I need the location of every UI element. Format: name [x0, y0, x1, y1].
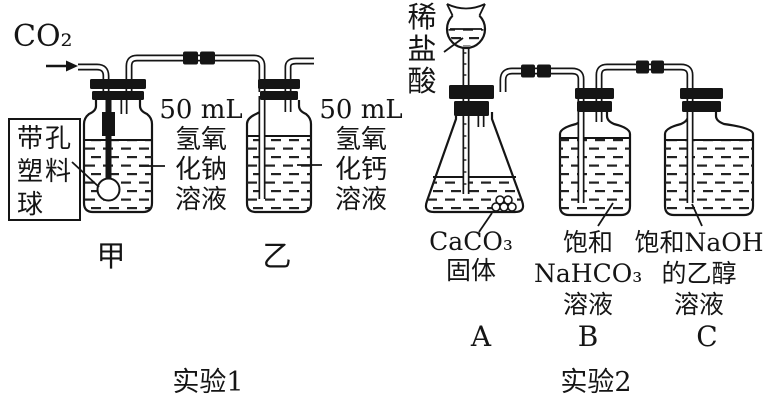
caco3-solid-granules: [491, 195, 517, 212]
bottle-yi-name: 乙: [262, 239, 292, 273]
rubber-tube-connector-1: [183, 51, 215, 65]
rubber-stopper-jia: [90, 79, 146, 100]
bottle-c-letter: C: [696, 320, 718, 353]
gas-washing-bottle-b: [558, 96, 632, 217]
experiment-2-apparatus: [424, 3, 755, 233]
rubber-tube-connector-3: [636, 60, 664, 74]
experiment-1-apparatus: [46, 51, 322, 214]
rubber-stopper-yi: [258, 79, 300, 100]
rubber-stopper-b: [575, 88, 614, 112]
experiment-1-caption: 实验1: [172, 367, 244, 398]
bottle-c-solution-label: 饱和NaOH 的乙醇 溶液: [634, 228, 764, 319]
bottle-b-letter: B: [577, 320, 599, 353]
rubber-stopper-flask-a: [449, 85, 494, 116]
perforated-ball-callout-box: 带孔 塑料 球: [8, 118, 81, 221]
thistle-funnel-stem: [462, 46, 470, 194]
experiment-2-caption: 实验2: [560, 367, 632, 398]
leader-lines-exp2: [443, 37, 703, 233]
bottle-c-liquid: [665, 140, 753, 215]
bottle-yi-solution-label: 50 mL 氢氧 化钙 溶液: [319, 95, 403, 215]
conical-flask-a: [424, 112, 525, 214]
bottle-b-solution-label: 饱和 NaHCO₃ 溶液: [534, 228, 643, 319]
gas-washing-bottle-jia: [82, 96, 154, 214]
bottle-jia-solution-label: 50 mL 氢氧 化钠 溶液: [159, 95, 243, 215]
caco3-solid-label: CaCO₃ 固体: [429, 227, 513, 285]
rubber-tube-connector-2: [521, 64, 551, 78]
flask-a-letter: A: [470, 320, 492, 353]
bottle-b-liquid: [560, 138, 630, 215]
gas-washing-bottle-c: [663, 96, 755, 217]
inlet-tube-inner: [105, 96, 112, 179]
bottle-jia-name: 甲: [96, 239, 126, 273]
perforated-plastic-ball: [96, 177, 121, 202]
co2-gas-label: CO₂: [13, 19, 73, 54]
gas-flow-arrow-icon: [46, 60, 78, 72]
rubber-stopper-c: [680, 88, 723, 112]
leader-lines-exp1: [71, 161, 322, 188]
stem-graduations: [462, 52, 467, 185]
thistle-funnel-bulb: [445, 3, 487, 50]
bottle-jia-liquid: [84, 140, 152, 212]
bottle-yi-liquid: [247, 136, 311, 212]
dilute-hcl-label: 稀 盐 酸: [407, 0, 437, 98]
gas-washing-bottle-yi: [245, 96, 313, 214]
